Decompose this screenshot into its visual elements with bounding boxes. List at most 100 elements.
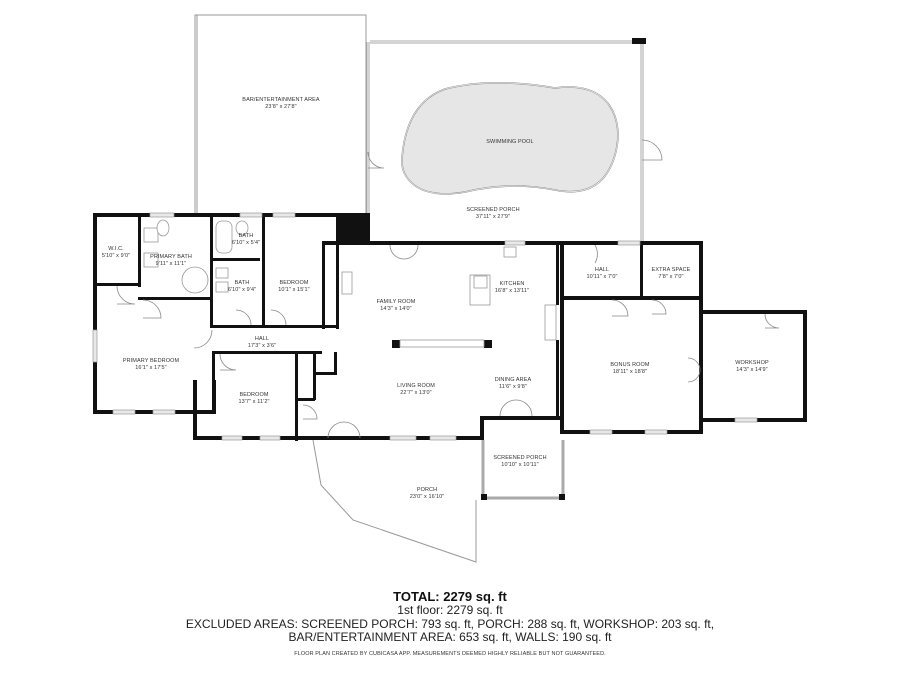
sink-icon bbox=[215, 267, 229, 279]
sink-icon bbox=[143, 227, 159, 243]
room-dimensions: 23'8" x 27'8" bbox=[265, 104, 297, 110]
door-icon bbox=[327, 421, 361, 439]
first-floor-area: 1st floor: 2279 sq. ft bbox=[397, 603, 503, 617]
room-label-primary-bedroom: PRIMARY BEDROOM 16'1" x 17'5" bbox=[123, 358, 179, 372]
room-label-workshop: WORKSHOP 14'3" x 14'9" bbox=[735, 360, 769, 374]
room-dimensions: 18'11" x 18'8" bbox=[612, 369, 648, 375]
room-dimensions: 6'10" x 5'4" bbox=[231, 240, 261, 246]
room-label-swimming-pool: SWIMMING POOL bbox=[486, 139, 533, 146]
door-icon bbox=[611, 299, 629, 317]
room-label-primary-bath: PRIMARY BATH 9'11" x 11'1" bbox=[150, 254, 192, 268]
door-icon bbox=[302, 404, 318, 420]
room-label-kitchen: KITCHEN 16'8" x 13'11" bbox=[495, 281, 529, 295]
room-name: BONUS ROOM bbox=[610, 362, 650, 368]
sink-icon bbox=[143, 252, 159, 268]
room-dimensions: 23'0" x 16'10" bbox=[409, 494, 445, 500]
chimney-block bbox=[336, 215, 370, 241]
room-label-dining-area: DINING AREA 11'6" x 9'8" bbox=[495, 377, 532, 391]
door-icon bbox=[651, 299, 667, 315]
room-name: BEDROOM bbox=[239, 392, 269, 398]
room-label-screened-porch-large: SCREENED PORCH 37'11" x 27'9" bbox=[466, 207, 519, 221]
room-name: BAR/ENTERTAINMENT AREA bbox=[242, 97, 320, 103]
room-name: DINING AREA bbox=[494, 377, 532, 383]
door-icon bbox=[594, 244, 598, 264]
room-label-porch: PORCH 23'0" x 16'10" bbox=[410, 487, 445, 501]
room-name: PORCH bbox=[416, 487, 438, 493]
room-name: SCREENED PORCH bbox=[493, 455, 547, 461]
door-icon bbox=[764, 313, 780, 329]
room-dimensions: 6'10" x 9'4" bbox=[227, 287, 257, 293]
room-label-bedroom-upper: BEDROOM 10'1" x 15'1" bbox=[278, 280, 309, 294]
screened-porch-enclosure bbox=[336, 38, 663, 242]
room-dimensions: 14'3" x 14'9" bbox=[736, 367, 768, 373]
windows bbox=[92, 212, 758, 441]
room-name: W.I.C. bbox=[108, 246, 124, 252]
room-dimensions: 22'7" x 13'0" bbox=[400, 390, 432, 396]
room-name: PRIMARY BEDROOM bbox=[122, 358, 180, 364]
room-dimensions: 16'1" x 17'5" bbox=[135, 365, 167, 371]
room-label-wic: W.I.C. 5'10" x 9'0" bbox=[102, 246, 130, 260]
room-name: FAMILY ROOM bbox=[376, 299, 416, 305]
room-name: SCREENED PORCH bbox=[466, 207, 520, 213]
toilet-icon bbox=[235, 220, 249, 236]
room-label-hall-left: HALL 17'3" x 3'6" bbox=[248, 336, 276, 350]
room-dimensions: 17'3" x 3'6" bbox=[247, 343, 277, 349]
door-icon bbox=[499, 399, 533, 417]
door-icon bbox=[641, 139, 663, 161]
room-dimensions: 10'10" x 10'11" bbox=[501, 462, 539, 468]
room-name: BATH bbox=[234, 280, 250, 286]
room-name: SWIMMING POOL bbox=[486, 139, 534, 145]
toilet-icon bbox=[156, 219, 170, 237]
room-dimensions: 9'11" x 11'1" bbox=[155, 261, 187, 267]
refrigerator-icon bbox=[544, 304, 557, 341]
stove-icon bbox=[473, 275, 488, 289]
room-label-hall-right: HALL 10'11" x 7'0" bbox=[586, 267, 617, 281]
room-name: HALL bbox=[594, 267, 610, 273]
fixtures bbox=[143, 219, 557, 348]
room-dimensions: 11'6" x 9'8" bbox=[499, 384, 527, 390]
room-dimensions: 5'10" x 9'0" bbox=[101, 253, 131, 259]
room-label-extra-space: EXTRA SPACE 7'8" x 7'0" bbox=[652, 267, 691, 281]
door-icon bbox=[687, 357, 701, 383]
exterior-walls bbox=[93, 213, 807, 440]
bar-entertainment-outline bbox=[194, 14, 367, 215]
room-name: LIVING ROOM bbox=[397, 383, 435, 389]
door-icon bbox=[193, 329, 213, 349]
total-area: TOTAL: 2279 sq. ft bbox=[393, 589, 507, 604]
room-divider-counter bbox=[399, 339, 485, 348]
room-label-family-room: FAMILY ROOM 14'3" x 14'0" bbox=[377, 299, 416, 313]
room-name: KITCHEN bbox=[499, 281, 525, 287]
room-name: PRIMARY BATH bbox=[150, 254, 192, 260]
sink-icon bbox=[215, 281, 229, 293]
fireplace-icon bbox=[341, 271, 353, 295]
door-icon bbox=[389, 244, 419, 260]
room-name: EXTRA SPACE bbox=[651, 267, 691, 273]
room-dimensions: 13'7" x 11'2" bbox=[238, 399, 270, 405]
room-label-bath-upper: BATH 6'10" x 5'4" bbox=[232, 233, 260, 247]
room-name: HALL bbox=[254, 336, 270, 342]
room-name: BATH bbox=[238, 233, 254, 239]
bathtub-icon bbox=[215, 220, 233, 254]
doors bbox=[116, 244, 780, 439]
room-label-bonus-room: BONUS ROOM 18'11" x 18'8" bbox=[610, 362, 649, 376]
door-icon bbox=[116, 285, 136, 305]
room-name: BEDROOM bbox=[279, 280, 309, 286]
interior-walls bbox=[95, 217, 559, 441]
floor-plan-drawing bbox=[92, 14, 807, 563]
room-label-bar-entertainment: BAR/ENTERTAINMENT AREA 23'8" x 27'8" bbox=[242, 97, 319, 111]
bathtub-icon bbox=[181, 266, 209, 294]
room-dimensions: 7'8" x 7'0" bbox=[658, 274, 684, 280]
room-label-bedroom-lower: BEDROOM 13'7" x 11'2" bbox=[238, 392, 269, 406]
door-icon bbox=[270, 309, 287, 326]
door-icon bbox=[367, 151, 385, 169]
room-dimensions: 10'1" x 15'1" bbox=[278, 287, 310, 293]
room-label-living-room: LIVING ROOM 22'7" x 13'0" bbox=[397, 383, 435, 397]
small-screened-porch-outline bbox=[481, 440, 565, 500]
room-name: WORKSHOP bbox=[735, 360, 769, 366]
room-dimensions: 10'11" x 7'0" bbox=[586, 274, 618, 280]
porch-outline bbox=[312, 439, 477, 563]
door-icon bbox=[142, 299, 162, 319]
door-icon bbox=[219, 353, 237, 371]
room-dimensions: 37'11" x 27'9" bbox=[475, 214, 511, 220]
room-dimensions: 14'3" x 14'0" bbox=[380, 306, 412, 312]
